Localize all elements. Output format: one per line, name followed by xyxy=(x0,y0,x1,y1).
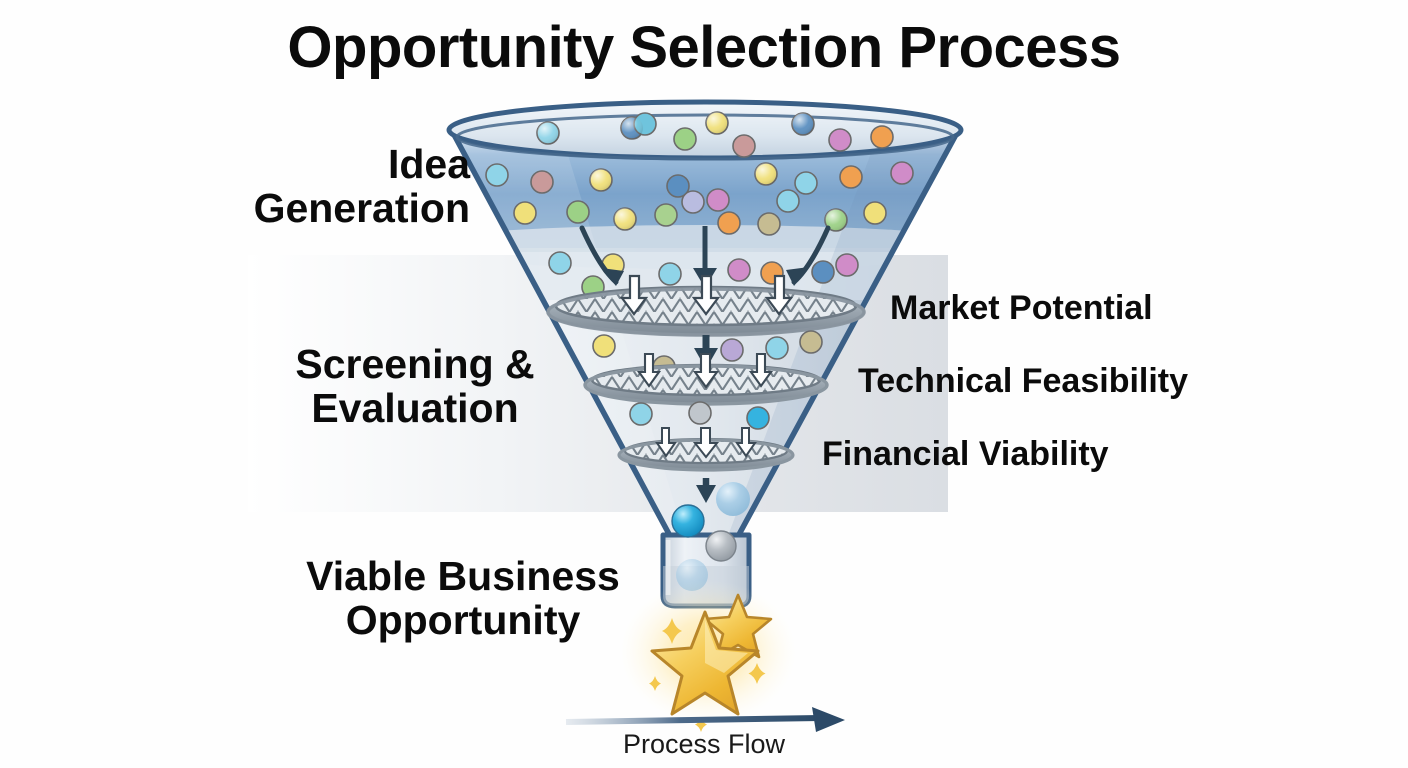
success-stars xyxy=(649,593,773,732)
label-idea-generation-line2: Generation xyxy=(253,184,470,231)
filter-arrows-3 xyxy=(655,427,757,459)
mid-dots xyxy=(592,330,823,379)
process-flow-label: Process Flow xyxy=(622,729,786,759)
filter-arrows-2 xyxy=(636,352,774,389)
label-financial-viability: Financial Viability xyxy=(822,435,1109,473)
label-viable-business-opportunity-line2: Opportunity xyxy=(345,596,581,643)
label-market-potential: Market Potential xyxy=(890,289,1153,327)
flow-arrow-final xyxy=(696,478,716,503)
idea-dots-top xyxy=(485,111,914,299)
label-technical-feasibility: Technical Feasibility xyxy=(858,362,1189,400)
label-idea-generation-line1: Idea xyxy=(387,141,470,187)
page-title: Opportunity Selection Process xyxy=(287,15,1121,80)
label-idea-generation: Idea Generation xyxy=(190,141,470,231)
sparkle-icons xyxy=(649,618,766,732)
label-viable-business-opportunity-line1: Viable Business xyxy=(306,553,620,599)
label-screening-evaluation-line2: Evaluation xyxy=(311,384,519,431)
label-screening-evaluation: Screening & Evaluation xyxy=(248,341,582,431)
label-viable-business-opportunity: Viable Business Opportunity xyxy=(268,553,658,643)
filter-arrows-1 xyxy=(619,274,794,316)
lower-dots xyxy=(629,401,770,430)
process-flow-arrow xyxy=(565,707,845,732)
label-screening-evaluation-line1: Screening & xyxy=(295,341,535,387)
